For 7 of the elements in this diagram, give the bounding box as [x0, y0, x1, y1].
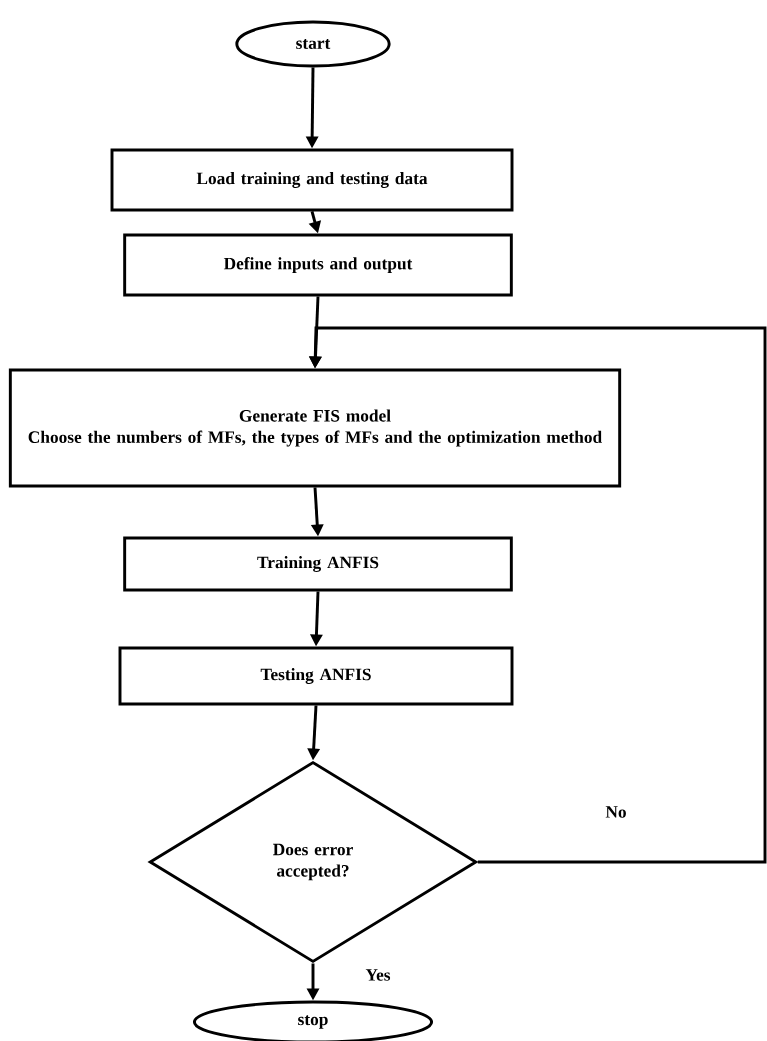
edge-label: Yes: [364, 967, 392, 983]
process-box: Training ANFIS: [123, 536, 513, 592]
edge-label: No: [604, 804, 628, 820]
process-box: Define inputs and output: [123, 233, 513, 297]
process-box: Testing ANFIS: [118, 646, 514, 706]
process-box: Generate FIS model Choose the numbers of MFs, the types of MFs and the optimization method: [8, 368, 622, 488]
process-box: Load training and testing data: [110, 148, 514, 212]
